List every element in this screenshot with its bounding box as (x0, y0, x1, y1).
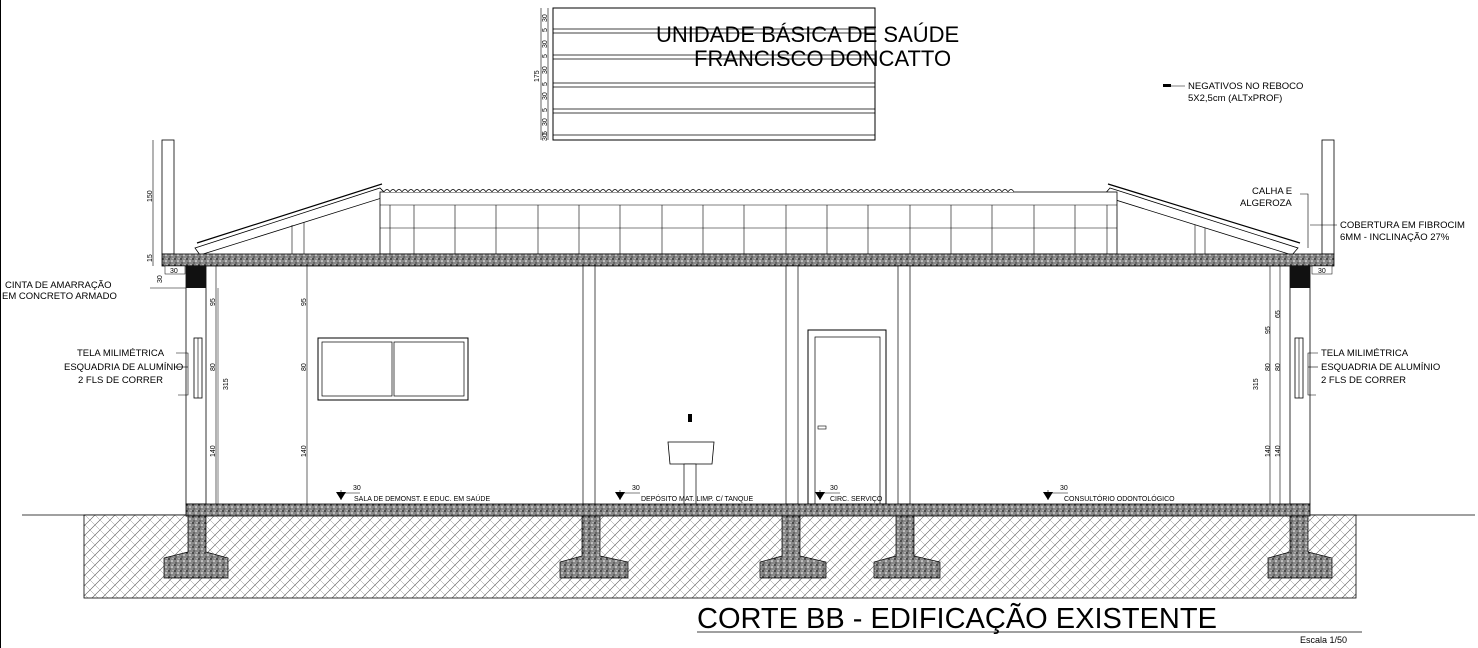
title-scale: Escala 1/50 (1300, 635, 1347, 645)
level-deposito: 30 DEPÓSITO MAT. LIMP. C/ TANQUE (615, 485, 753, 503)
note-fls-right: 2 FLS DE CORRER (1321, 375, 1406, 386)
dim-left-80: 80 (210, 363, 217, 371)
sign-dim-7: 30 (542, 92, 549, 100)
sign-dim-3: 30 (542, 40, 549, 48)
dim-int-80: 80 (301, 363, 308, 371)
note-cobertura-2: 6MM - INCLINAÇÃO 27% (1340, 232, 1450, 243)
sign-line-2: FRANCISCO DONCATTO (694, 46, 951, 71)
note-negativos-1: NEGATIVOS NO REBOCO (1188, 81, 1303, 92)
level-sala: 30 SALA DE DEMONST. E EDUC. EM SAÚDE (336, 485, 490, 503)
dim-right-95: 95 (1265, 326, 1272, 334)
facade-sign: UNIDADE BÁSICA DE SAÚDE FRANCISCO DONCAT… (534, 7, 1303, 141)
title-main: CORTE BB - EDIFICAÇÃO EXISTENTE (697, 601, 1217, 635)
note-cinta-1: CINTA DE AMARRAÇÃO (5, 280, 111, 291)
dim-right-65: 65 (1275, 310, 1282, 318)
dim-right-140b: 140 (1275, 445, 1282, 457)
level-consultorio-value: 30 (1060, 485, 1068, 492)
ground (22, 503, 1475, 599)
dim-15: 15 (147, 254, 154, 262)
note-negativos-2: 5X2,5cm (ALTxPROF) (1188, 93, 1282, 104)
level-deposito-value: 30 (632, 485, 640, 492)
dim-left-95: 95 (210, 298, 217, 306)
note-cinta-2: EM CONCRETO ARMADO (2, 291, 117, 302)
level-consultorio: 30 CONSULTÓRIO ODONTOLÓGICO (1043, 485, 1175, 503)
sign-dim-2: 5 (542, 28, 549, 32)
dim-left-140: 140 (210, 445, 217, 457)
sign-dim-1: 30 (542, 14, 549, 22)
sign-dim-5: 30 (542, 66, 549, 74)
dim-right-140a: 140 (1265, 445, 1272, 457)
sign-dim-9: 30 (542, 118, 549, 126)
note-calha-1: CALHA E (1252, 186, 1292, 197)
wall-dimensions: 95 80 140 315 95 80 140 95 65 80 80 140 … (2, 265, 1440, 504)
drawing-title: CORTE BB - EDIFICAÇÃO EXISTENTE Escala 1… (697, 601, 1362, 645)
room-deposito: DEPÓSITO MAT. LIMP. C/ TANQUE (641, 494, 753, 503)
dim-int-95: 95 (301, 298, 308, 306)
note-esquadria-right: ESQUADRIA DE ALUMÍNIO (1321, 362, 1440, 373)
dim-int-140: 140 (301, 445, 308, 457)
sign-dim-10: 5 (542, 131, 549, 135)
dim-30-left-v: 30 (157, 275, 164, 283)
sign-dim-6: 5 (542, 82, 549, 86)
room-labels: 30 SALA DE DEMONST. E EDUC. EM SAÚDE 30 … (336, 485, 1175, 503)
note-fls-left: 2 FLS DE CORRER (78, 375, 163, 386)
dim-right-80a: 80 (1265, 363, 1272, 371)
sign-line-1: UNIDADE BÁSICA DE SAÚDE (656, 22, 959, 47)
level-sala-value: 30 (353, 485, 361, 492)
dim-right-315: 315 (1253, 378, 1260, 390)
note-tela-left: TELA MILIMÉTRICA (77, 348, 165, 359)
room-circ: CIRC. SERVIÇO (830, 496, 883, 503)
roof: 150 15 CALHA E ALGEROZA COBERTURA EM FIB… (147, 139, 1465, 267)
note-cobertura-1: COBERTURA EM FIBROCIM (1340, 220, 1465, 231)
level-circ: 30 CIRC. SERVIÇO (815, 485, 883, 503)
note-tela-right: TELA MILIMÉTRICA (1321, 348, 1409, 359)
dim-platibanda: 150 (147, 190, 154, 202)
note-esquadria-left: ESQUADRIA DE ALUMÍNIO (64, 362, 183, 373)
sign-dim-4: 5 (542, 54, 549, 58)
sign-dim-11: 30 (542, 133, 549, 141)
sign-dim-8: 5 (542, 108, 549, 112)
dim-30-right: 30 (1318, 268, 1326, 275)
room-sala: SALA DE DEMONST. E EDUC. EM SAÚDE (354, 494, 490, 503)
room-consultorio: CONSULTÓRIO ODONTOLÓGICO (1064, 494, 1175, 503)
note-calha-2: ALGEROZA (1240, 198, 1292, 209)
sign-dim-total: 175 (534, 70, 541, 82)
walls (185, 265, 1311, 505)
dim-30-left: 30 (170, 268, 178, 275)
level-circ-value: 30 (830, 485, 838, 492)
dim-left-315: 315 (223, 378, 230, 390)
dim-right-80b: 80 (1275, 363, 1282, 371)
